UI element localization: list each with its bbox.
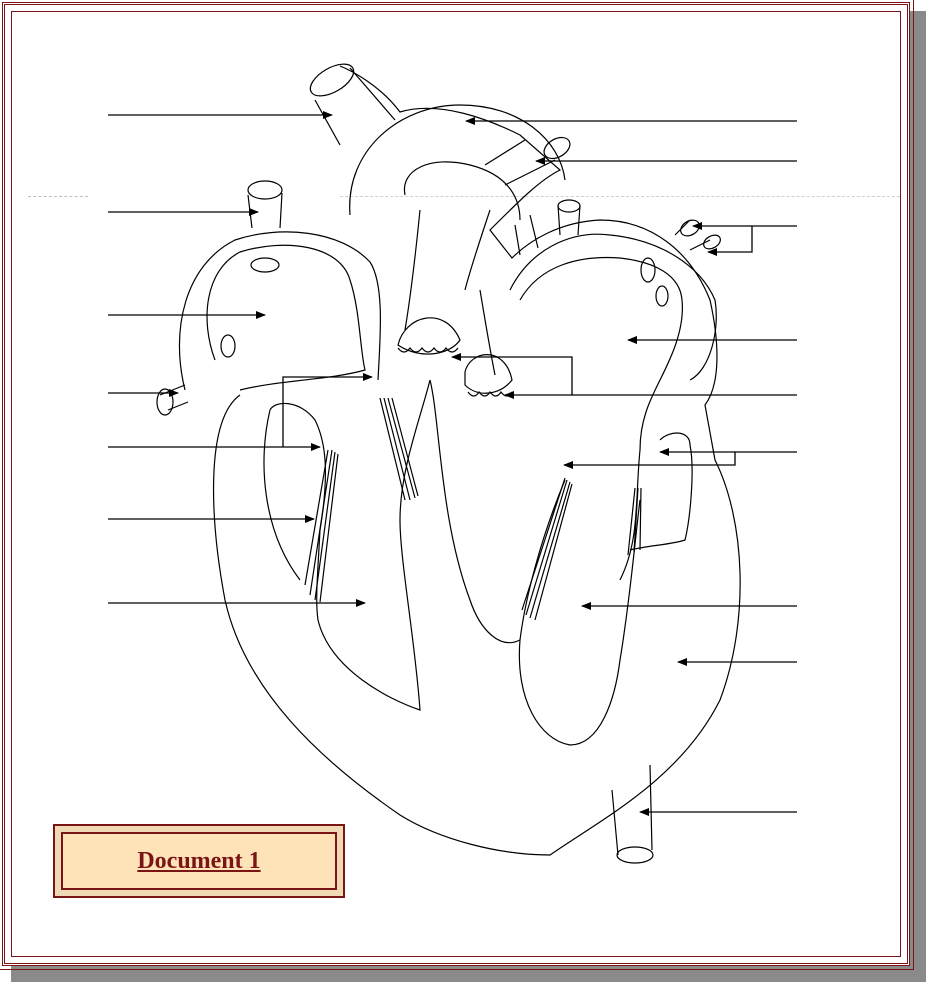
document-label-box-inner: Document 1: [61, 832, 337, 890]
aortic-valve: [465, 355, 512, 394]
left-atrium-opening-1: [641, 258, 655, 282]
right-atrium-opening-2: [221, 335, 235, 357]
pulmonary-valve: [398, 318, 460, 354]
left-atrium-wall: [510, 234, 716, 380]
heart-outer-contour: [214, 66, 741, 855]
left-label-arrows: [108, 115, 372, 603]
document-title: Document 1: [137, 848, 260, 875]
pulmonary-vessel-mid: [558, 205, 580, 235]
chordae-tendineae-right-upper: [380, 398, 418, 500]
septum: [430, 380, 520, 643]
pulmonary-vein-opening-2: [701, 232, 723, 251]
left-atrium-opening-2: [656, 286, 668, 306]
pulmonary-vessel-left: [515, 215, 538, 255]
label-arrow-right-3: [708, 226, 797, 252]
heart-outline: [157, 58, 740, 863]
chordae-tendineae-left: [522, 478, 572, 620]
right-ventricle: [270, 380, 430, 710]
right-atrium-opening-1: [251, 258, 279, 272]
pulmonary-vein-opening-1: [678, 217, 702, 239]
pulmonary-trunk: [485, 140, 555, 185]
right-label-arrows: [452, 121, 797, 812]
vena-cava-superior-opening: [248, 181, 282, 199]
pulmonary-root: [465, 210, 490, 290]
right-atrium-chamber: [207, 245, 365, 390]
document-label-box: Document 1: [53, 824, 345, 898]
left-atrium-chamber: [520, 257, 682, 580]
aorta-opening: [305, 58, 359, 103]
right-atrium-wall: [179, 232, 380, 390]
label-arrow-right-6: [564, 452, 797, 465]
vena-cava-superior: [248, 193, 282, 228]
pulmonary-vessel-mid-opening: [558, 200, 580, 212]
label-arrow-left-5-branch: [283, 377, 372, 447]
descending-aorta-opening: [617, 847, 653, 863]
chordae-tendineae-left-outer: [628, 488, 641, 555]
left-ventricle-wall: [630, 433, 692, 550]
chordae-tendineae-right-lower: [305, 450, 338, 602]
aortic-arch-inner: [404, 162, 520, 220]
right-ventricle-wall: [264, 410, 300, 580]
